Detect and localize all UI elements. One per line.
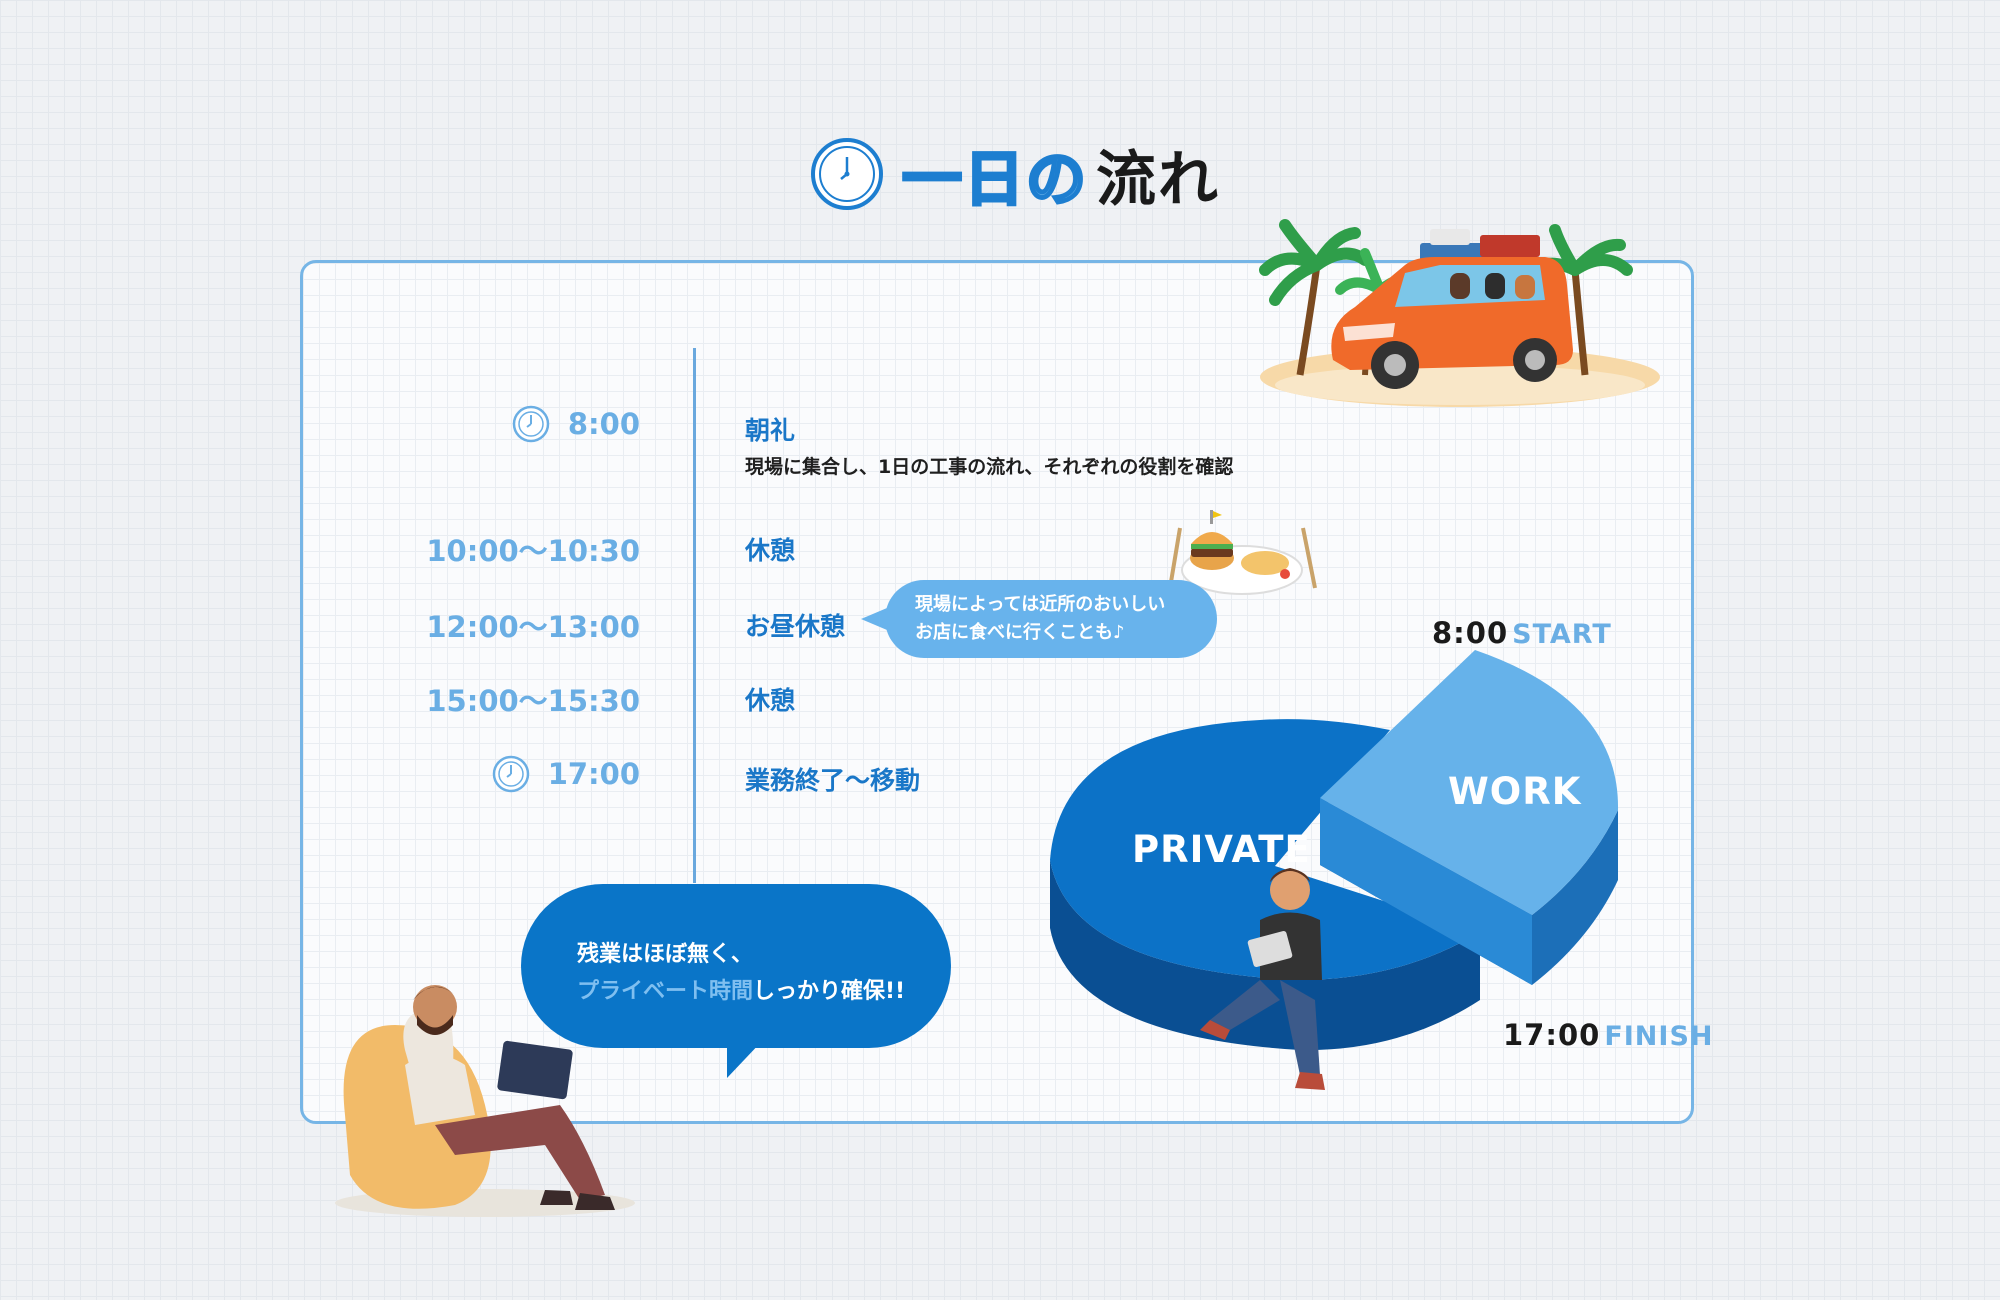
overtime-bubble-line-2: プライベート時間しっかり確保!! bbox=[577, 973, 951, 1010]
start-word: START bbox=[1512, 619, 1612, 650]
private-time-highlight: プライベート時間 bbox=[577, 979, 754, 1004]
overtime-bubble-line-1: 残業はほぼ無く、 bbox=[577, 942, 754, 967]
time-15-00: 15:00〜15:30 bbox=[426, 678, 640, 720]
clock-icon bbox=[512, 405, 550, 443]
overtime-speech-bubble: 残業はほぼ無く、 プライベート時間しっかり確保!! bbox=[521, 884, 951, 1048]
label-end-of-work: 業務終了〜移動 bbox=[745, 766, 921, 795]
finish-word: FINISH bbox=[1604, 1021, 1714, 1052]
morning-meeting-description: 現場に集合し、1日の工事の流れ、それぞれの役割を確認 bbox=[745, 456, 1234, 478]
time-text: 10:00〜10:30 bbox=[426, 534, 640, 568]
work-slice-label: WORK bbox=[1448, 770, 1582, 813]
time-8-00: 8:00 bbox=[512, 405, 640, 443]
time-17-00: 17:00 bbox=[492, 755, 640, 793]
clock-icon bbox=[811, 138, 883, 210]
private-slice-label: PRIVATE bbox=[1132, 828, 1311, 871]
overtime-bubble-rest: しっかり確保!! bbox=[753, 979, 906, 1004]
label-break-2: 休憩 bbox=[745, 686, 796, 715]
man-tablet-sitting-illustration bbox=[1200, 868, 1325, 1090]
lunch-bubble-line-1: 現場によっては近所のおいしい bbox=[915, 594, 1166, 615]
finish-time: 17:00 bbox=[1503, 1018, 1601, 1052]
work-private-pie-chart bbox=[1050, 650, 1619, 1051]
label-break-1: 休憩 bbox=[745, 536, 796, 565]
time-text: 15:00〜15:30 bbox=[426, 684, 640, 718]
label-lunch: お昼休憩 bbox=[745, 612, 846, 641]
title-part-1: 一日の bbox=[901, 143, 1088, 216]
timeline-line bbox=[693, 348, 696, 883]
lunch-bubble-line-2: お店に食べに行くことも♪ bbox=[915, 622, 1125, 643]
clock-icon bbox=[492, 755, 529, 793]
label-morning-meeting: 朝礼 bbox=[745, 416, 796, 445]
time-12-00: 12:00〜13:00 bbox=[426, 604, 640, 646]
car-beach-illustration bbox=[1259, 219, 1660, 407]
man-laptop-beanbag-illustration bbox=[335, 985, 635, 1217]
bubble-tail bbox=[727, 1040, 763, 1078]
time-10-00: 10:00〜10:30 bbox=[426, 528, 640, 570]
burger-plate-illustration bbox=[1168, 510, 1317, 595]
start-time: 8:00 bbox=[1432, 616, 1509, 650]
private-slice bbox=[1050, 719, 1480, 980]
title-part-2: 流れ bbox=[1096, 144, 1220, 215]
lunch-speech-bubble: 現場によっては近所のおいしい お店に食べに行くことも♪ bbox=[861, 580, 1217, 658]
time-text: 17:00 bbox=[547, 757, 640, 791]
time-text: 8:00 bbox=[567, 407, 640, 441]
section-title: 一日の 流れ bbox=[810, 136, 1220, 216]
time-text: 12:00〜13:00 bbox=[426, 610, 640, 644]
work-slice bbox=[1320, 650, 1619, 915]
